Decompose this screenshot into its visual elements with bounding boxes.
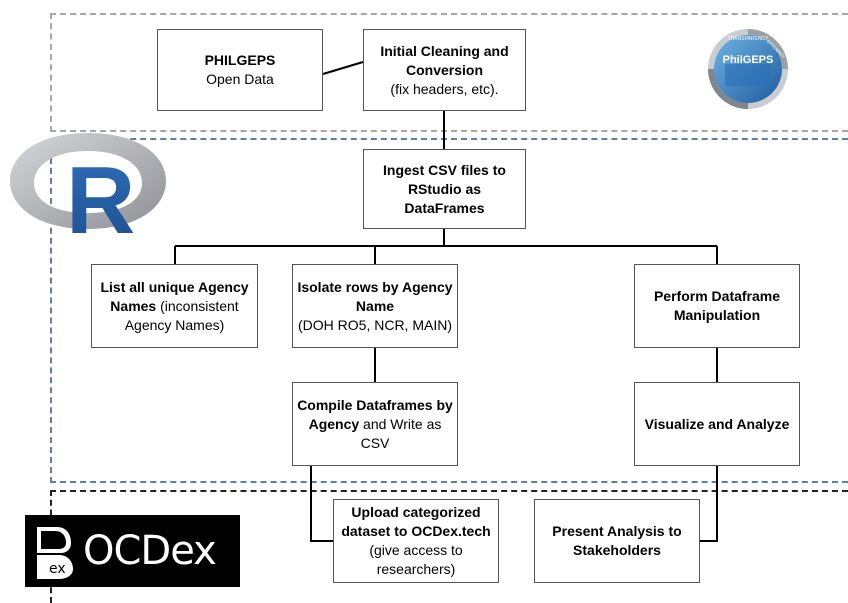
ocdex-logo: ex OCDex — [25, 515, 240, 587]
philgeps-text: Open Data — [206, 71, 274, 87]
perform-title: Perform Dataframe Manipulation — [653, 288, 781, 323]
upload-dataset-node: Upload categorized dataset to OCDex.tech… — [333, 499, 499, 583]
initial-title: Initial Cleaning and Conversion — [380, 42, 509, 78]
r-logo-letter: R — [66, 147, 135, 240]
philgeps-title: PHILGEPS — [204, 52, 276, 68]
visualize-title: Visualize and Analyze — [644, 415, 790, 432]
philgeps-logo-ring-top: TRANSPARENCY — [728, 36, 769, 42]
compile-text: and Write as CSV — [359, 415, 442, 451]
upload-title: Upload categorized dataset to OCDex.tech — [341, 504, 491, 539]
ingest-csv-node: Ingest CSV files to RStudio as DataFrame… — [363, 149, 526, 229]
upload-text: (give access to researchers) — [369, 542, 463, 577]
philgeps-logo-text: PhilGEPS — [723, 54, 774, 66]
list-title: List all unique Agency Names — [100, 278, 249, 314]
connector-compile-upload — [310, 466, 333, 542]
philgeps-open-data-node: PHILGEPS Open Data — [157, 29, 323, 111]
ocdex-mark-icon: ex — [37, 527, 73, 579]
ocdex-logo-text: OCDex — [83, 528, 217, 574]
isolate-rows-node: Isolate rows by Agency Name (DOH RO5, NCR… — [292, 264, 458, 348]
ocdex-mark-text: ex — [49, 561, 66, 577]
visualize-analyze-node: Visualize and Analyze — [634, 382, 800, 466]
list-text: (inconsistent Agency Names) — [124, 297, 239, 333]
philgeps-logo: PhilGEPS TRANSPARENCY EFFICIENCY — [708, 29, 788, 109]
r-logo-ring — [10, 133, 166, 229]
connector-visualize-present — [700, 466, 718, 542]
present-title: Present Analysis to Stakeholders — [552, 523, 682, 558]
initial-cleaning-node: Initial Cleaning and Conversion (fix head… — [363, 29, 526, 111]
isolate-text: (DOH RO5, NCR, MAIN) — [298, 316, 452, 333]
compile-dataframes-node: Compile Dataframes by Agency and Write a… — [292, 382, 458, 466]
compile-title: Compile Dataframes by Agency — [297, 396, 453, 432]
data-source-region — [50, 13, 848, 132]
ingest-title: Ingest CSV files to RStudio as DataFrame… — [383, 161, 506, 216]
present-analysis-node: Present Analysis to Stakeholders — [534, 499, 700, 583]
connector-philgeps-initial — [322, 61, 364, 75]
r-processing-region — [50, 138, 848, 483]
list-agency-names-node: List all unique Agency Names (inconsiste… — [91, 264, 258, 348]
initial-text: (fix headers, etc). — [390, 80, 499, 97]
perform-manipulation-node: Perform Dataframe Manipulation — [634, 264, 800, 348]
r-logo: R — [10, 133, 166, 240]
isolate-title: Isolate rows by Agency Name — [297, 278, 453, 314]
